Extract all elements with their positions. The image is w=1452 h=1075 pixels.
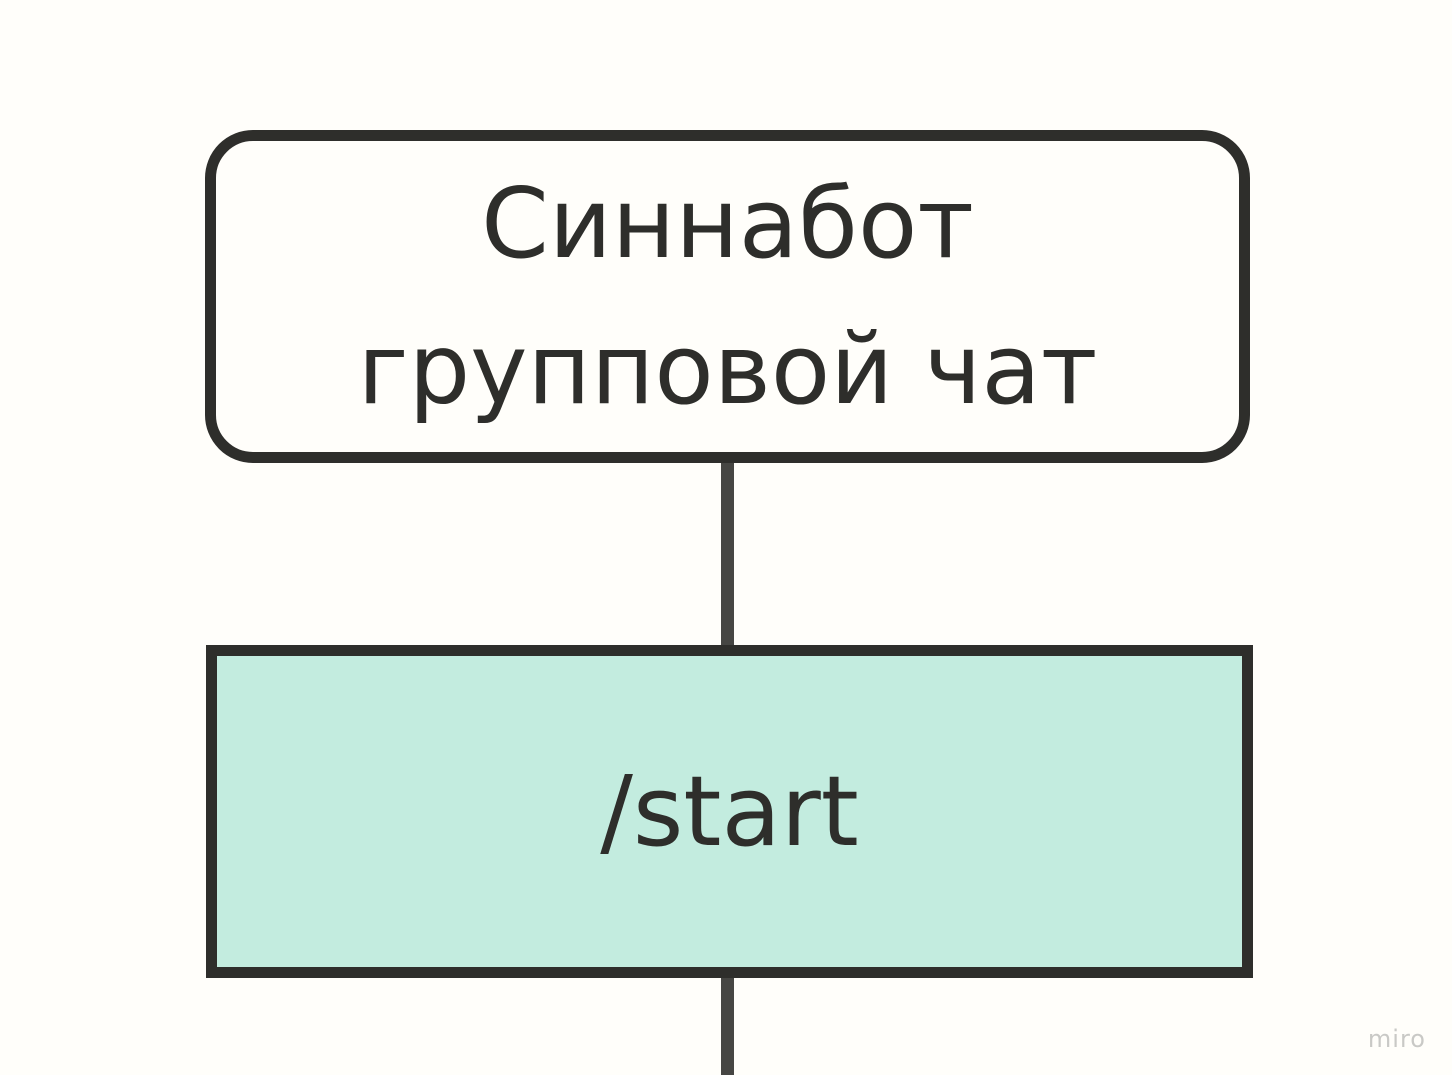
miro-watermark: miro (1367, 1025, 1426, 1053)
start-command-node-label: /start (600, 754, 859, 868)
group-chat-node-line-2: групповой чат (357, 312, 1098, 426)
connector-start-downward[interactable] (721, 972, 734, 1075)
group-chat-node[interactable]: Синнабот групповой чат (205, 130, 1250, 463)
connector-chat-to-start[interactable] (721, 462, 734, 652)
group-chat-node-line-1: Синнабот (481, 166, 974, 280)
start-command-node[interactable]: /start (206, 645, 1253, 978)
